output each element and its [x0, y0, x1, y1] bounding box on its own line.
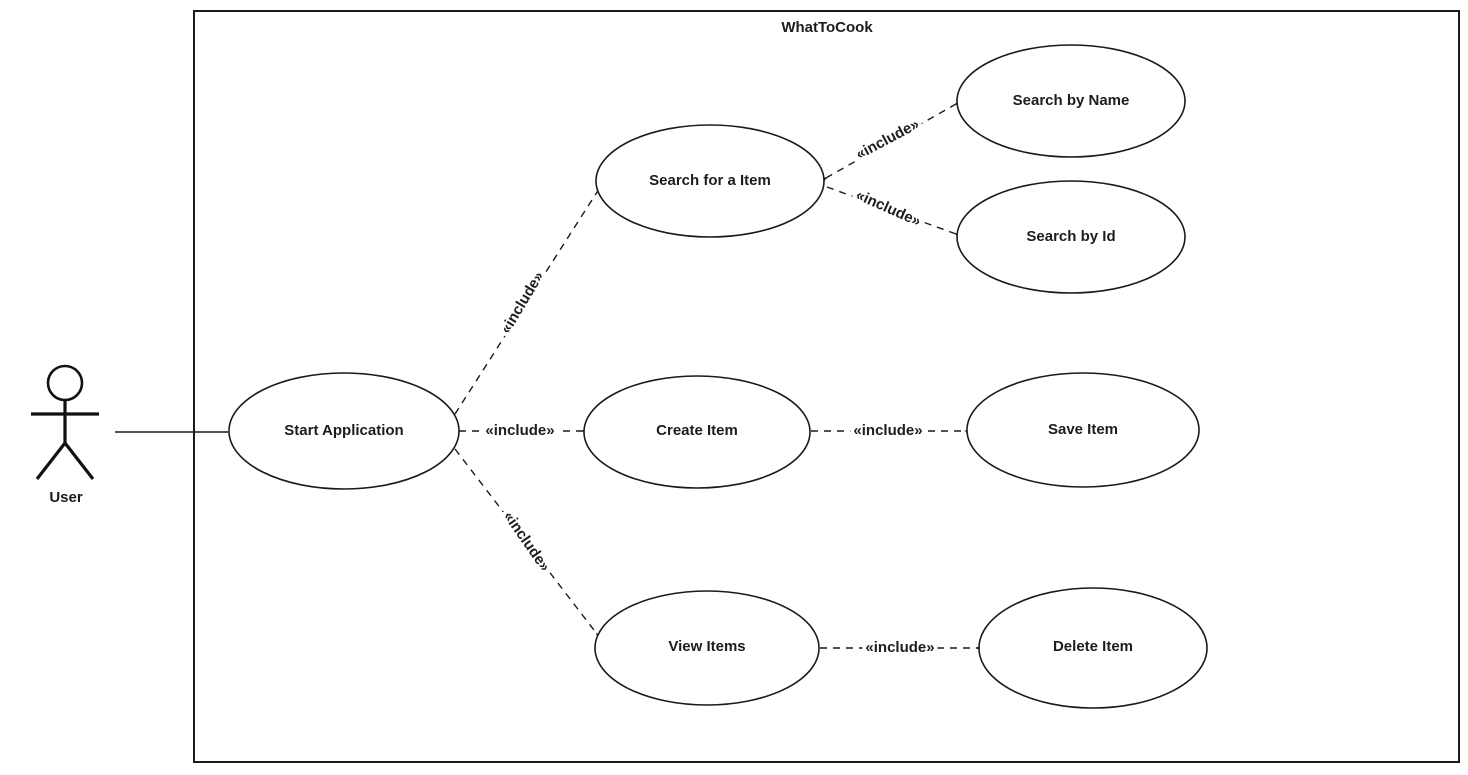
actor-leg-right	[63, 442, 95, 480]
usecase-save-item-label: Save Item	[1047, 420, 1119, 438]
usecase-search-by-name-ellipse	[956, 44, 1186, 158]
usecase-view-items-label: View Items	[668, 637, 746, 655]
actor-leg-left	[35, 442, 67, 480]
usecase-search-for-item-ellipse	[595, 124, 825, 238]
usecase-create-item-label: Create Item	[656, 421, 738, 439]
include-label-start-create: «include»	[482, 422, 558, 440]
system-boundary-box	[193, 10, 1460, 763]
usecase-start-application-ellipse	[228, 372, 460, 490]
include-label-create-save: «include»	[850, 422, 926, 440]
system-title: WhatToCook	[781, 18, 873, 36]
usecase-start-application-label: Start Application	[284, 421, 404, 439]
usecase-create-item-ellipse	[583, 375, 811, 489]
actor-user-label: User	[49, 488, 83, 506]
usecase-save-item-ellipse	[966, 372, 1200, 488]
usecase-search-by-id-label: Search by Id	[1026, 227, 1116, 245]
usecase-search-by-name-label: Search by Name	[1012, 91, 1130, 109]
actor-head	[46, 364, 84, 402]
usecase-view-items-ellipse	[594, 590, 820, 706]
usecase-delete-item-label: Delete Item	[1052, 637, 1134, 655]
usecase-search-by-id-ellipse	[956, 180, 1186, 294]
actor-user-figure	[31, 364, 99, 480]
usecase-search-for-item-label: Search for a Item	[649, 171, 771, 189]
include-label-view-delete: «include»	[862, 639, 938, 657]
usecase-delete-item-ellipse	[978, 587, 1208, 709]
